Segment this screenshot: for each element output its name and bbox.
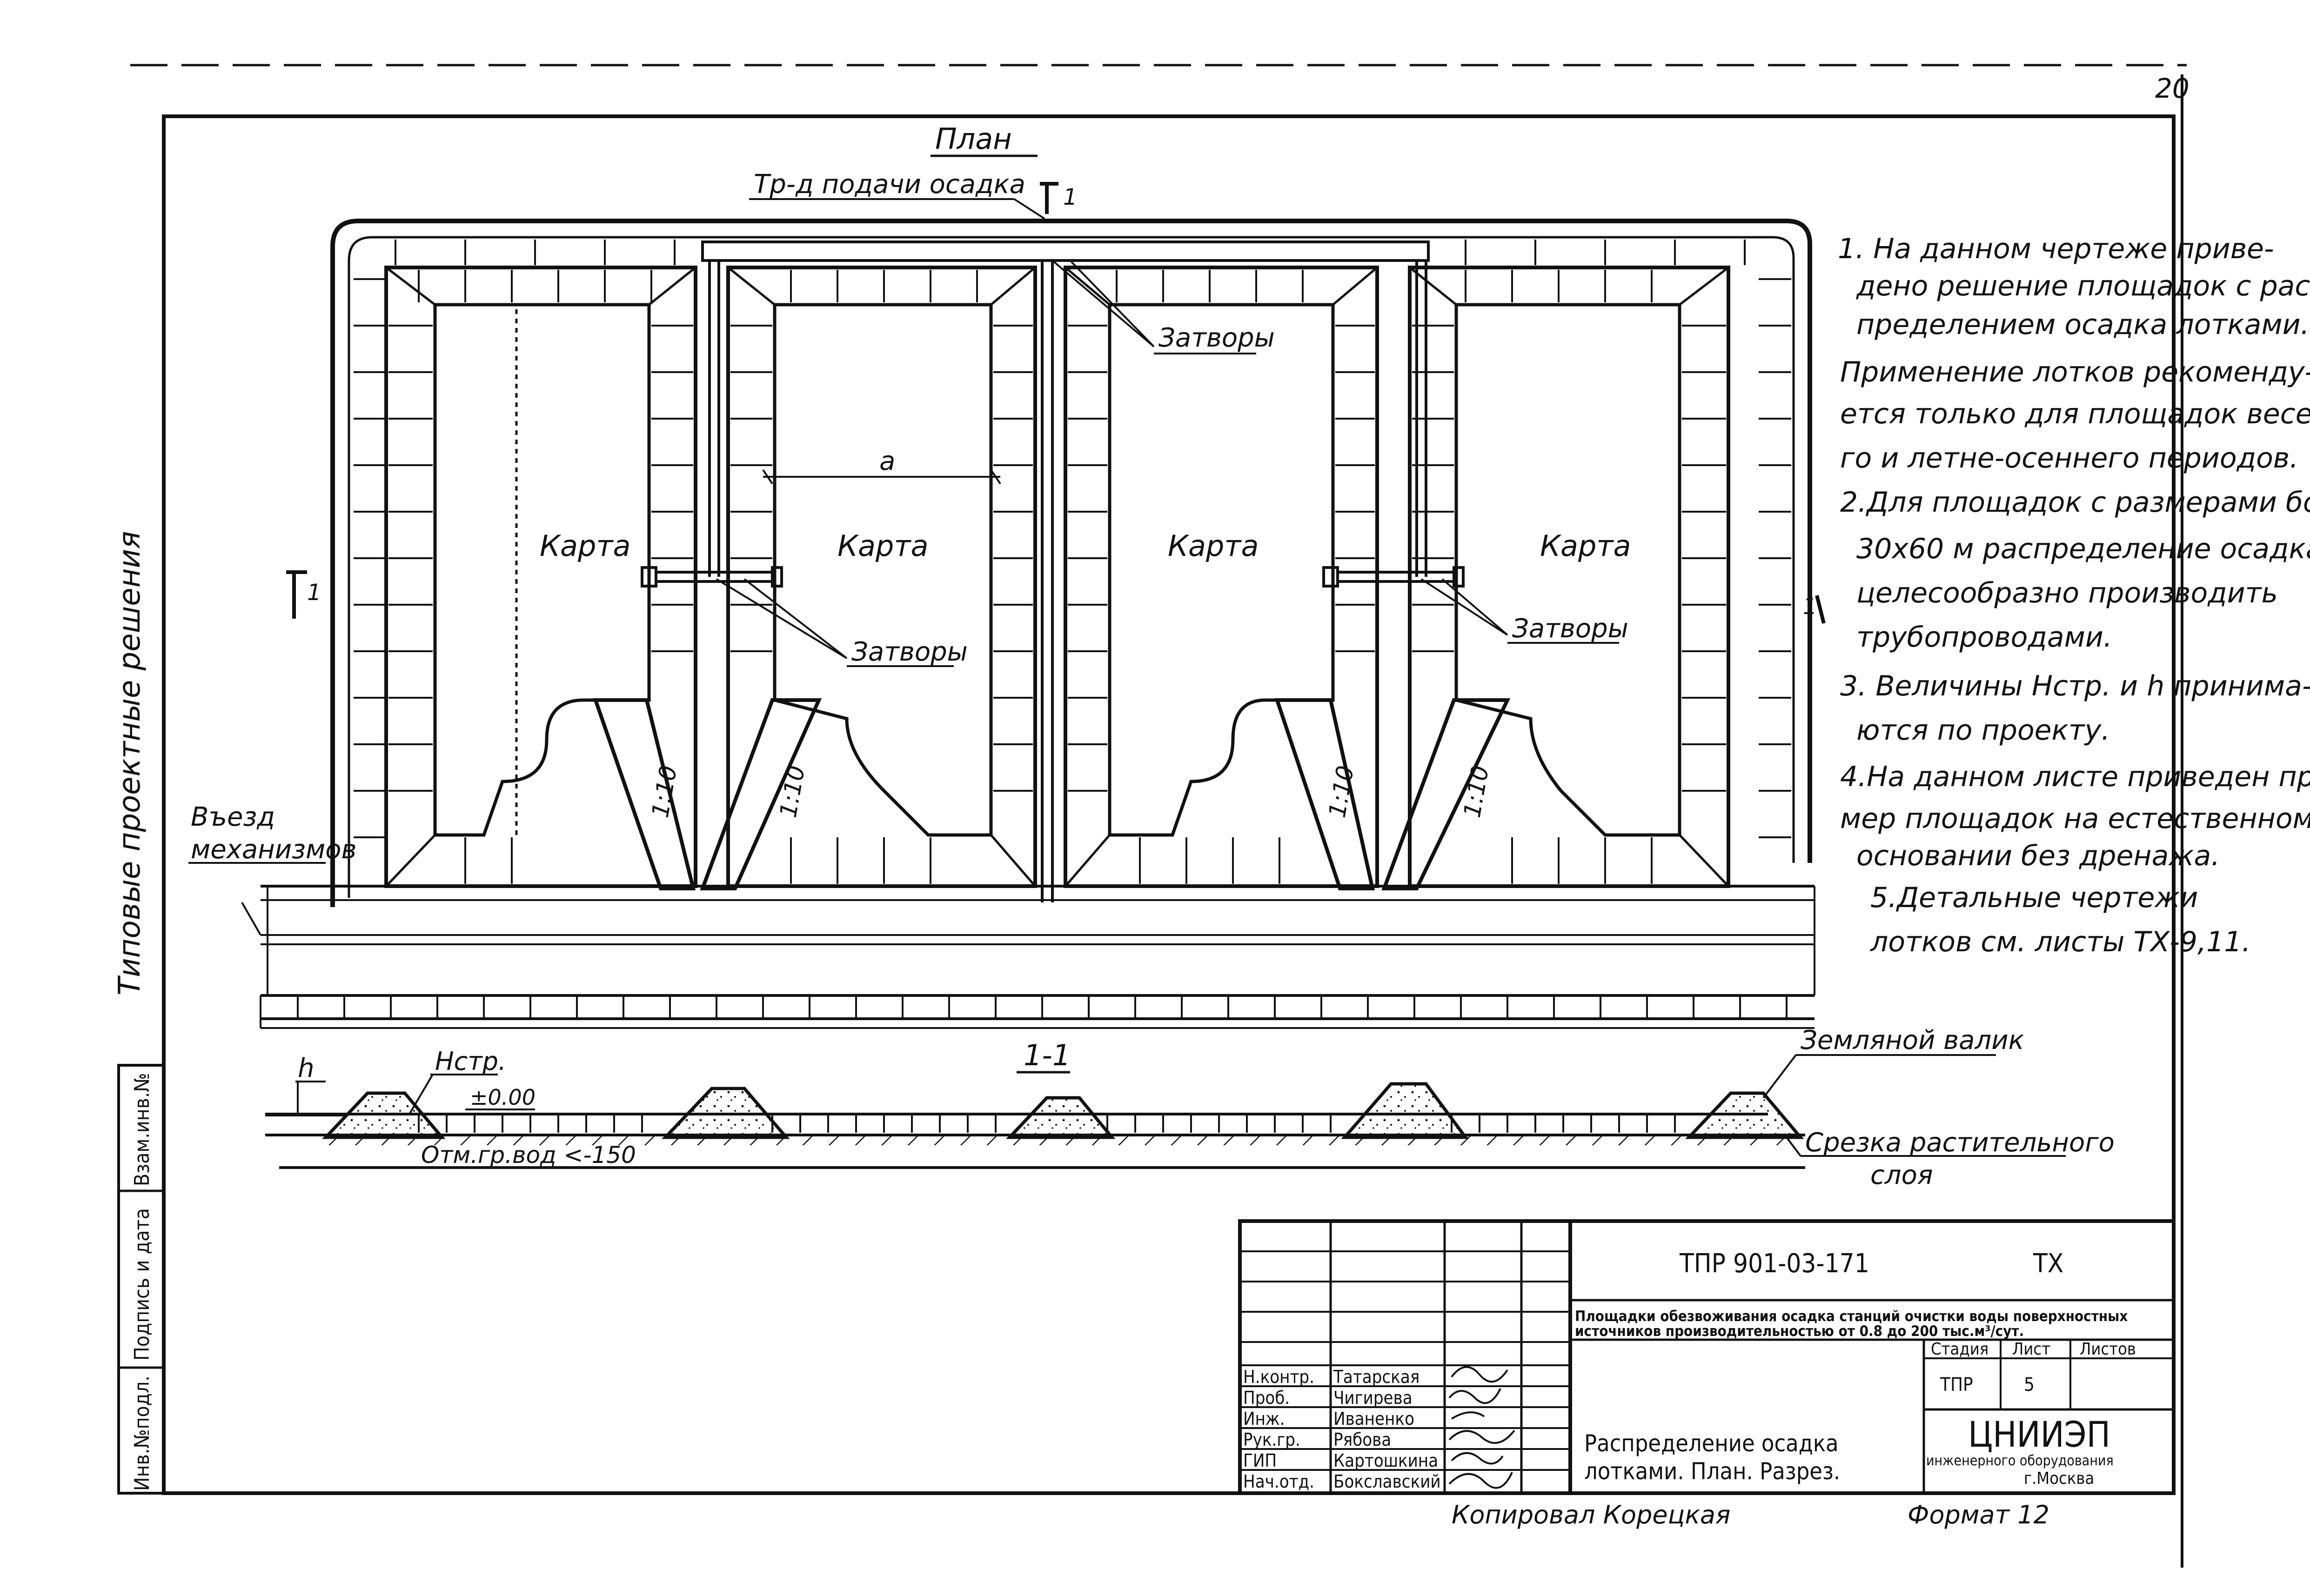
svg-text:1:10: 1:10 [775, 763, 810, 820]
svg-text:1:10: 1:10 [647, 763, 683, 820]
role-nachotd: Нач.отд. [1243, 1471, 1314, 1492]
org-city: г.Москва [2024, 1469, 2094, 1488]
title-block: ТПР 901-03-171 ТХ Площадки обезвоживания… [1238, 1219, 2176, 1495]
name-6: Бокславский [1333, 1471, 1441, 1492]
earth-bank-4 [1341, 1082, 1469, 1139]
svg-text:1: 1 [1063, 184, 1078, 210]
dimension-a: а [879, 446, 895, 476]
signatures [1448, 1366, 1515, 1489]
svg-text:ется только для площадок весен: ется только для площадок весенне- [1840, 398, 2310, 430]
svg-text:мер площадок на естественном: мер площадок на естественном [1840, 802, 2310, 835]
svg-text:2.Для площадок с размерами бол: 2.Для площадок с размерами более [1840, 486, 2310, 519]
card-4: Карта [1408, 266, 1730, 888]
section-marker-left: 1 [286, 570, 321, 619]
stamp-replaced: Взам.инв.№ [130, 1073, 154, 1186]
stage-header: Стадия [1931, 1340, 1989, 1359]
gates-label-top: Затворы [1158, 323, 1275, 353]
gates-label-left: Затворы [851, 637, 968, 667]
name-2: Чигирева [1333, 1388, 1413, 1408]
svg-text:1: 1 [1803, 594, 1817, 620]
svg-text:Карта: Карта [1540, 529, 1631, 563]
role-rukgr: Рук.гр. [1243, 1429, 1300, 1450]
gate-left [641, 566, 783, 588]
svg-text:1: 1 [307, 580, 321, 606]
card-1: Карта [384, 266, 697, 888]
access-road [260, 885, 1815, 1029]
svg-text:5.Детальные чертежи: 5.Детальные чертежи [1870, 881, 2198, 914]
svg-text:3. Величины Нстр. и h принима-: 3. Величины Нстр. и h принима- [1840, 670, 2310, 702]
name-4: Рябова [1333, 1429, 1391, 1450]
earth-bank-3 [1005, 1096, 1116, 1139]
section-title: 1-1 [1024, 1038, 1071, 1072]
earth-bank-5 [1685, 1091, 1804, 1139]
format-label: Формат 12 [1908, 1500, 2049, 1529]
drawing-title-1: Распределение осадка [1584, 1430, 1839, 1457]
gate-right [1322, 566, 1465, 588]
svg-text:Применение лотков рекоменду-: Применение лотков рекоменду- [1840, 356, 2310, 388]
svg-text:30х60 м распределение осадка: 30х60 м распределение осадка [1856, 533, 2310, 565]
project-line-2: источников производительностью от 0.8 до… [1575, 1323, 2024, 1340]
topsoil-label-2: слоя [1870, 1160, 1933, 1190]
drawing-code: ТПР 901-03-171 [1679, 1249, 1869, 1279]
stage-value: ТПР [1940, 1374, 1973, 1396]
role-prov: Проб. [1243, 1388, 1290, 1408]
drawing-title-2: лотками. План. Разрез. [1584, 1458, 1840, 1485]
project-line-1: Площадки обезвоживания осадка станций оч… [1575, 1308, 2128, 1325]
plan-view: План Тр-д подачи осадка 1 Карта [188, 122, 1826, 1029]
svg-text:1:10: 1:10 [1459, 763, 1494, 820]
notes: 1. На данном чертеже приве- дено решение… [1838, 233, 2310, 958]
svg-text:целесообразно производить: целесообразно производить [1856, 577, 2278, 609]
sheet-value: 5 [2024, 1374, 2035, 1396]
side-title: Типовые проектные решения [113, 531, 147, 995]
section-hstr: Нстр. [435, 1047, 506, 1076]
earth-bank-1 [321, 1091, 446, 1139]
page-number: 20 [2155, 73, 2189, 104]
copied-by: Копировал Корецкая [1452, 1500, 1731, 1529]
entrance-label-2: механизмов [191, 835, 356, 865]
role-nkontr: Н.контр. [1243, 1367, 1314, 1387]
section-marker-right: 1 [1803, 594, 1826, 624]
name-3: Иваненко [1333, 1409, 1414, 1429]
name-1: Татарская [1333, 1367, 1419, 1387]
svg-text:трубопроводами.: трубопроводами. [1856, 621, 2112, 654]
svg-text:ются по проекту.: ются по проекту. [1856, 714, 2110, 747]
svg-text:основании без дренажа.: основании без дренажа. [1856, 840, 2220, 872]
sheet-header: Лист [2012, 1340, 2050, 1359]
section-view: 1-1 h Нстр. ±0.00 [265, 1025, 2115, 1190]
entrance-label-1: Въезд [191, 802, 275, 832]
section-h: h [298, 1053, 315, 1083]
earth-bank-label: Земляной валик [1801, 1025, 2024, 1055]
drawing-frame [162, 114, 2176, 1495]
card-2: Карта [726, 266, 1037, 888]
pipe-label: Тр-д подачи осадка [754, 169, 1025, 200]
svg-text:лотков см. листы ТХ-9,11.: лотков см. листы ТХ-9,11. [1870, 926, 2251, 958]
svg-text:пределением осадка лотками.: пределением осадка лотками. [1856, 308, 2310, 341]
stamp-signature: Подпись и дата [130, 1208, 154, 1361]
stamp-inventory: Инв.№подл. [130, 1376, 154, 1491]
svg-text:Карта: Карта [1168, 529, 1259, 563]
svg-text:1. На данном чертеже приве-: 1. На данном чертеже приве- [1838, 233, 2274, 265]
name-5: Картошкина [1333, 1450, 1438, 1471]
section-marker-top: 1 [1040, 182, 1078, 214]
svg-text:4.На данном листе приведен при: 4.На данном листе приведен при- [1840, 761, 2310, 793]
plan-title: План [935, 122, 1012, 156]
svg-text:Карта: Карта [540, 529, 630, 563]
svg-text:го и летне-осеннего периодов.: го и летне-осеннего периодов. [1840, 442, 2298, 474]
drawing-mark: ТХ [2033, 1249, 2063, 1279]
groundwater-label: Отм.гр.вод <-150 [421, 1142, 636, 1169]
role-gip: ГИП [1243, 1450, 1277, 1471]
earth-bank-2 [661, 1087, 790, 1139]
gates-label-right: Затворы [1512, 614, 1628, 644]
sheets-header: Листов [2080, 1340, 2136, 1359]
svg-text:дено решение площадок с рас-: дено решение площадок с рас- [1856, 270, 2310, 302]
section-zero: ±0.00 [470, 1085, 536, 1110]
org-name: ЦНИИЭП [1968, 1414, 2110, 1455]
role-inzh: Инж. [1243, 1409, 1285, 1429]
org-subtitle: инженерного оборудования [1926, 1453, 2114, 1469]
svg-text:Карта: Карта [837, 529, 928, 563]
topsoil-label-1: Срезка растительного [1805, 1128, 2115, 1158]
